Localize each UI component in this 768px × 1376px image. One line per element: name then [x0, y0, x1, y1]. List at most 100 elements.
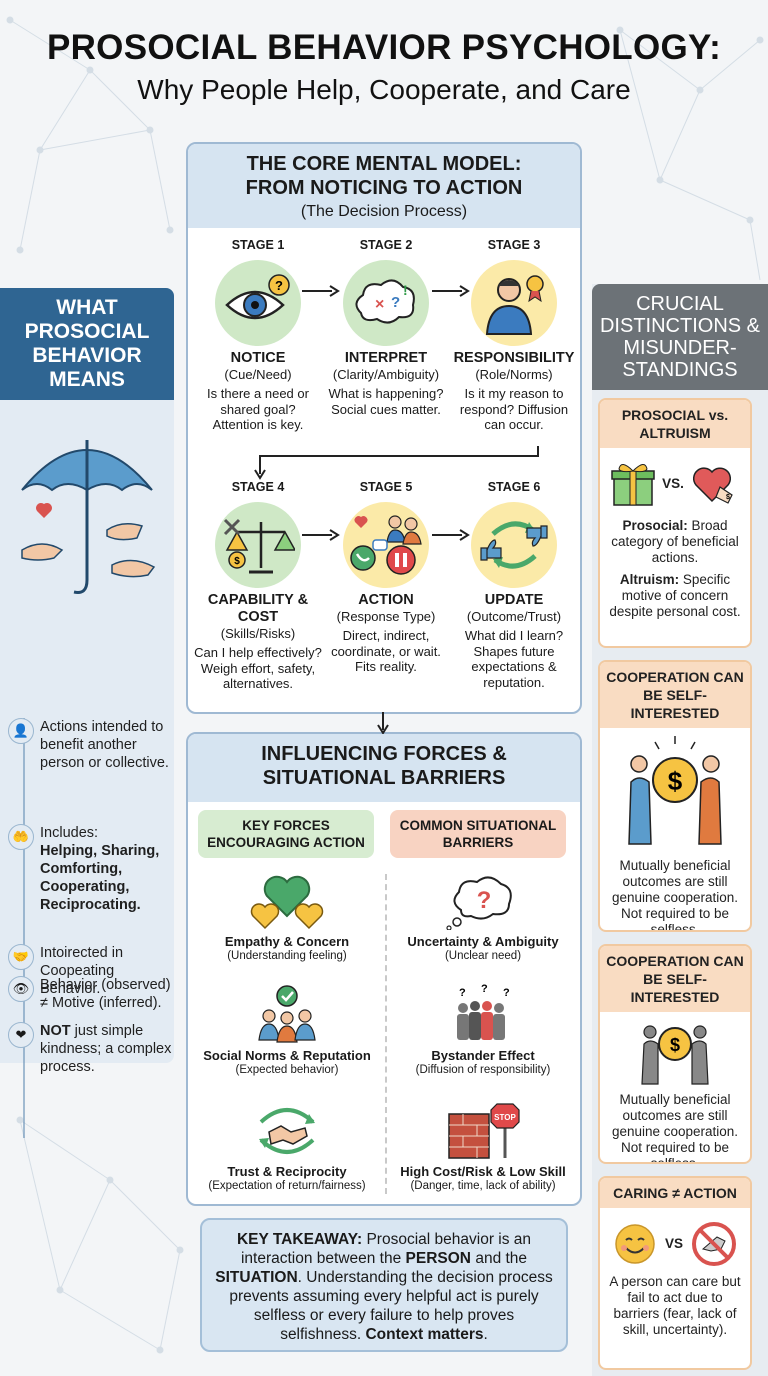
- card-title: PROSOCIAL vs. ALTRUISM: [600, 400, 750, 448]
- svg-text:?: ?: [481, 984, 488, 995]
- arrow-right-icon: [302, 529, 340, 541]
- takeaway-situation: SITUATION: [215, 1269, 298, 1286]
- stage-desc: Can I help effectively? Weigh effort, sa…: [194, 645, 322, 691]
- right-panel-heading: CRUCIAL DISTINCTIONS & MISUNDER-STANDING…: [592, 284, 768, 390]
- card-caring-action: CARING ≠ ACTION VS A person can care but…: [598, 1176, 752, 1370]
- card-text: A person can care but fail to act due to…: [609, 1274, 741, 1337]
- takeaway-context: Context matters: [365, 1326, 484, 1343]
- hearts-icon: [192, 870, 382, 930]
- barrier-sub: (Danger, time, lack of ability): [410, 1180, 556, 1192]
- stage-desc: Is it my reason to respond? Diffusion ca…: [459, 386, 569, 432]
- svg-text:$: $: [234, 556, 240, 567]
- stage-sub: (Cue/Need): [224, 367, 292, 382]
- left-panel: WHAT PROSOCIAL BEHAVIOR MEANS 👤 Actions …: [0, 288, 174, 1138]
- takeaway-text-2: and the: [471, 1250, 528, 1267]
- altruism-term: Altruism:: [619, 572, 680, 587]
- force-sub: (Expectation of return/fairness): [208, 1180, 366, 1192]
- stage-desc: Direct, indirect, coordinate, or wait. F…: [331, 628, 441, 674]
- left-item-text: just simple kindness; a complex process.: [40, 1023, 172, 1075]
- stage-label: STAGE 6: [487, 480, 541, 494]
- scale-tools-icon: $: [215, 502, 301, 588]
- page-title-block: PROSOCIAL BEHAVIOR PSYCHOLOGY: Why Peopl…: [0, 28, 768, 106]
- crowd-question-icon: ???: [388, 984, 578, 1044]
- barrier-heading: COMMON SITUATIONAL BARRIERS: [390, 810, 566, 858]
- action-options-icon: [343, 502, 429, 588]
- smiling-face-icon: [615, 1224, 655, 1264]
- svg-text:!: !: [403, 282, 408, 298]
- stage-desc: Is there a need or shared goal? Attentio…: [207, 386, 309, 432]
- arrow-right-icon: [432, 285, 470, 297]
- arrow-right-icon: [432, 529, 470, 541]
- barrier-name: High Cost/Risk & Low Skill: [400, 1164, 566, 1179]
- page-title: PROSOCIAL BEHAVIOR PSYCHOLOGY:: [46, 28, 722, 67]
- core-model-title-1: THE CORE MENTAL MODEL:: [246, 153, 522, 175]
- left-item-lead: Includes:: [40, 825, 99, 841]
- people-coin-icon: $: [628, 736, 722, 845]
- svg-text:×: ×: [375, 296, 384, 313]
- core-model-subtitle: (The Decision Process): [300, 203, 468, 220]
- barrier-sub: (Unclear need): [444, 950, 522, 962]
- force-name: Empathy & Concern: [224, 934, 350, 949]
- vs-label: VS.: [662, 476, 684, 491]
- card-prosocial-vs-altruism: PROSOCIAL vs. ALTRUISM VS. $ Prosocial: …: [598, 398, 752, 648]
- feedback-cycle-icon: [471, 502, 557, 588]
- stage-label: STAGE 1: [231, 238, 285, 252]
- card-cooperation-1: COOPERATION CAN BE SELF-INTERESTED $ Mut…: [598, 660, 752, 932]
- stage-name: ACTION: [358, 592, 414, 608]
- svg-text:?: ?: [459, 987, 466, 999]
- takeaway-text-3: . Understanding the decision process pre…: [229, 1269, 553, 1343]
- stage-sub: (Outcome/Trust): [466, 609, 562, 624]
- person-icon: 👤: [8, 718, 34, 744]
- stage-sub: (Skills/Risks): [220, 626, 296, 641]
- gift-icon: [611, 464, 655, 506]
- encourage-heading: KEY FORCES ENCOURAGING ACTION: [198, 810, 374, 858]
- handshake-icon: 🤝: [8, 944, 34, 970]
- arrow-right-icon: [302, 285, 340, 297]
- stage-desc: What did I learn? Shapes future expectat…: [464, 628, 564, 690]
- question-cloud-icon: ?: [388, 870, 578, 930]
- barrier-uncertainty: ? Uncertainty & Ambiguity (Unclear need): [388, 870, 578, 962]
- card-title: CARING ≠ ACTION: [600, 1178, 750, 1208]
- force-norms: Social Norms & Reputation (Expected beha…: [192, 984, 382, 1076]
- card-text: Mutually beneficial outcomes are still g…: [611, 1092, 739, 1164]
- stage-5: STAGE 5 ACTION (Response Type) Direct, i…: [322, 480, 450, 675]
- left-item-text: Behavior (observed) ≠ Motive (inferred).: [40, 977, 171, 1011]
- card-cooperation-2: COOPERATION CAN BE SELF-INTERESTED $ Mut…: [598, 944, 752, 1164]
- key-takeaway: KEY TAKEAWAY: Prosocial behavior is an i…: [200, 1218, 568, 1352]
- eye-icon: 👁: [8, 976, 34, 1002]
- force-sub: (Understanding feeling): [227, 950, 347, 962]
- group-check-icon: [192, 984, 382, 1044]
- takeaway-text-1: Prosocial behavior is an interaction bet…: [240, 1231, 532, 1267]
- barrier-sub: (Diffusion of responsibility): [415, 1064, 551, 1076]
- wall-stop-icon: STOP: [388, 1100, 578, 1160]
- takeaway-lead: KEY TAKEAWAY:: [236, 1231, 363, 1248]
- stop-sign-text: STOP: [494, 1113, 516, 1122]
- umbrella-hands-icon: [21, 440, 156, 594]
- left-item-includes: 🤲 Includes:Helping, Sharing, Comforting,…: [8, 824, 173, 914]
- stage-sub: (Response Type): [336, 609, 436, 624]
- left-item-definition: 👤 Actions intended to benefit another pe…: [8, 718, 173, 772]
- svg-text:$: $: [726, 494, 730, 501]
- arrow-down-icon: [377, 712, 389, 734]
- handshake-cycle-icon: [192, 1100, 382, 1160]
- heart-tag-icon: $: [692, 467, 733, 504]
- barrier-cost-risk: STOP High Cost/Risk & Low Skill (Danger,…: [388, 1100, 578, 1192]
- forces-header: INFLUENCING FORCES & SITUATIONAL BARRIER…: [188, 734, 580, 802]
- stage-label: STAGE 3: [487, 238, 541, 252]
- stage-desc: What is happening? Social cues matter.: [328, 386, 444, 417]
- force-trust: Trust & Reciprocity (Expectation of retu…: [192, 1100, 382, 1192]
- stage-sub: (Clarity/Ambiguity): [332, 367, 440, 382]
- stage-name: UPDATE: [484, 592, 544, 608]
- left-item-bold: NOT: [40, 1023, 71, 1039]
- stage-1: STAGE 1 ? NOTICE (Cue/Need) Is there a n…: [194, 238, 322, 433]
- hand-heart-icon: 🤲: [8, 824, 34, 850]
- column-divider: [385, 874, 387, 1194]
- stage-label: STAGE 4: [231, 480, 285, 494]
- left-panel-heading: WHAT PROSOCIAL BEHAVIOR MEANS: [0, 288, 174, 400]
- force-name: Trust & Reciprocity: [227, 1164, 347, 1179]
- stage-name: CAPABILITY & COST: [207, 592, 309, 625]
- right-panel: CRUCIAL DISTINCTIONS & MISUNDER-STANDING…: [592, 284, 768, 1376]
- barrier-name: Uncertainty & Ambiguity: [407, 934, 559, 949]
- people-coin-icon: $: [641, 1025, 709, 1085]
